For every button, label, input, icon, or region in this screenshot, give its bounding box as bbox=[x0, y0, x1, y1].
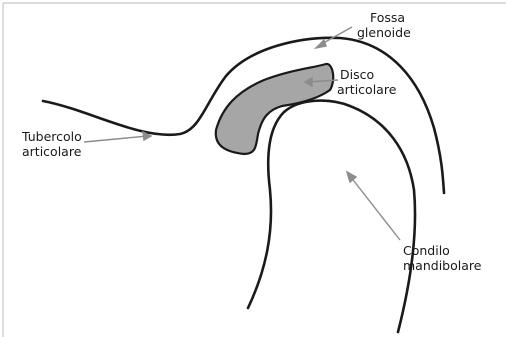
fossa-arrow-head bbox=[316, 40, 326, 48]
label-fossa-line2: glenoide bbox=[357, 25, 411, 40]
condyle-arrow-head bbox=[347, 172, 356, 182]
label-disco-line1: Disco bbox=[340, 67, 374, 82]
mandibular-condyle-outline bbox=[248, 101, 415, 332]
label-disco-articolare: Disco articolare bbox=[337, 67, 397, 97]
figure-frame bbox=[3, 3, 506, 337]
label-disco-line2: articolare bbox=[337, 82, 397, 97]
condyle-arrow-line bbox=[350, 176, 400, 240]
label-tubercolo-articolare: Tubercolo articolare bbox=[21, 129, 86, 159]
label-fossa-line1: Fossa bbox=[370, 10, 405, 25]
label-fossa-glenoide: Fossa glenoide bbox=[357, 10, 411, 40]
label-condilo-line1: Condilo bbox=[403, 243, 450, 258]
label-tubercolo-line2: articolare bbox=[22, 144, 82, 159]
label-condilo-line2: mandibolare bbox=[403, 258, 482, 273]
tubercle-arrow-line bbox=[84, 136, 148, 142]
articular-disc bbox=[216, 64, 333, 154]
label-tubercolo-line1: Tubercolo bbox=[21, 129, 82, 144]
label-condilo-mandibolare: Condilo mandibolare bbox=[403, 243, 482, 273]
